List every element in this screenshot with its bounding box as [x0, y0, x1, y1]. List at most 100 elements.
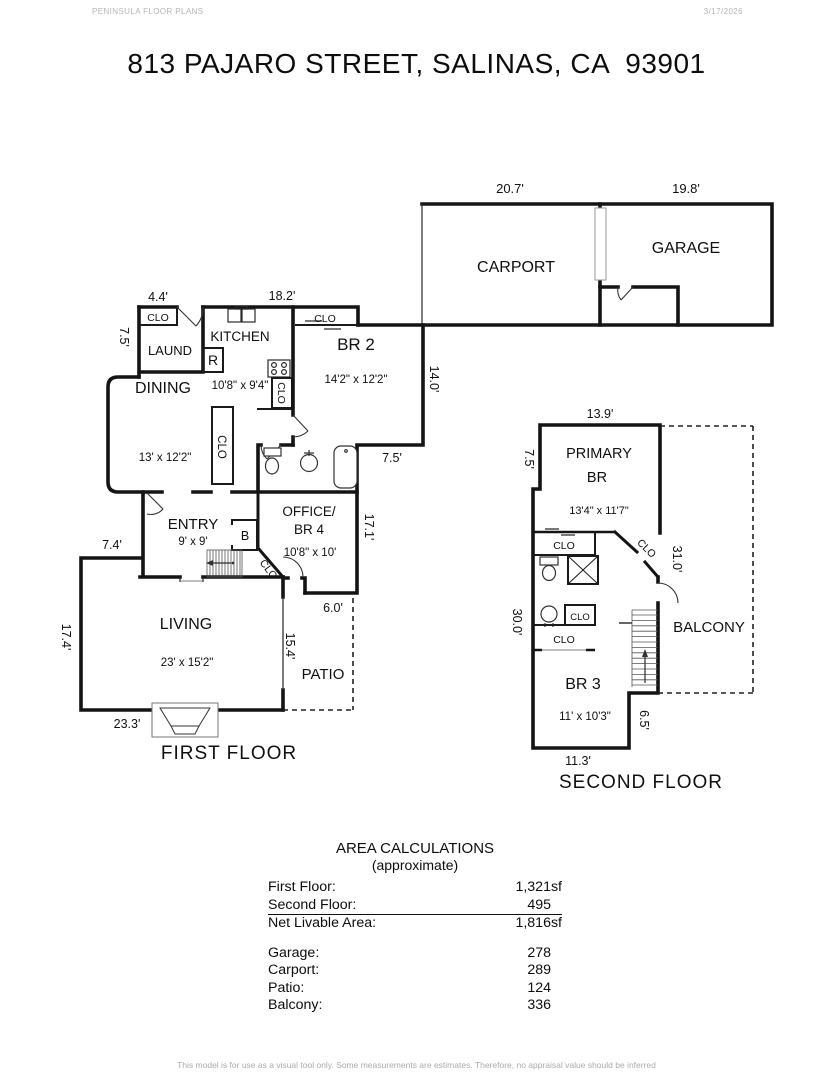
area-row-second-floor: Second Floor: 495	[268, 896, 562, 915]
corner-closet-label: CLO	[634, 537, 658, 561]
toilet-2f-icon	[539, 556, 559, 582]
second-left-dim: 30.0'	[510, 609, 524, 636]
patio-label: PATIO	[302, 666, 345, 683]
balcony-label: BALCONY	[673, 619, 745, 636]
dining-dims: 13' x 12'2"	[139, 452, 192, 464]
date-stamp: 3/17/2026	[703, 7, 743, 16]
laundry-left-dim: 7.5'	[117, 327, 131, 347]
office-dims: 10'8" x 10'	[284, 547, 337, 559]
toilet-icon	[263, 447, 282, 475]
garage-door	[594, 207, 607, 281]
laundry-door	[176, 306, 204, 327]
br2-label: BR 2	[337, 335, 375, 354]
area-row-value: 289	[527, 962, 551, 978]
area-calc-heading: AREA CALCULATIONS	[335, 840, 495, 857]
area-row-value: 278	[527, 944, 551, 961]
floor-plan-drawing: 20.7' 19.8' CARPORT GARAGE 4.4' 18.2' CL…	[59, 181, 774, 793]
first-floor-caption: FIRST FLOOR	[161, 743, 297, 764]
balcony-door	[657, 582, 679, 604]
area-row-label: Second Floor:	[268, 896, 357, 913]
office-label-line1: OFFICE/	[282, 504, 335, 519]
pantry-closet	[211, 406, 234, 485]
area-row-value: 1,816sf	[515, 915, 562, 931]
top-width-dim: 18.2'	[269, 289, 296, 303]
office-door	[282, 556, 304, 578]
area-row-value: 1,321sf	[515, 879, 562, 895]
entry-dims: 9' x 9'	[178, 536, 207, 548]
area-row-balcony: Balcony: 336	[268, 997, 562, 1015]
kitchen-label: KITCHEN	[210, 329, 269, 344]
primary-br-label-line2: BR	[587, 470, 607, 486]
refrigerator-label: R	[208, 352, 218, 368]
area-row-patio: Patio: 124	[268, 980, 562, 998]
sink-2f-icon	[540, 605, 558, 627]
area-row-first-floor: First Floor: 1,321sf	[268, 879, 562, 897]
second-left-top-dim: 7.5'	[522, 449, 536, 469]
dining-label: DINING	[135, 380, 191, 397]
bathtub-icon	[333, 445, 358, 489]
br3-dims: 11' x 10'3"	[559, 711, 611, 723]
living-dims: 23' x 15'2"	[161, 657, 214, 669]
primary-closet-label: CLO	[553, 540, 575, 552]
kitchen-closet-label: CLO	[275, 382, 287, 404]
area-row-label: Patio:	[268, 979, 305, 996]
area-row-label: Balcony:	[268, 997, 323, 1013]
br2-right-dim: 14.0'	[427, 366, 441, 393]
shower-icon	[567, 555, 599, 585]
laundry-closet-label: CLO	[147, 312, 169, 324]
area-calc-subheading: (approximate)	[371, 857, 459, 873]
area-row-value: 336	[527, 997, 551, 1013]
office-label-line2: BR 4	[294, 522, 325, 537]
area-row-carport: Carport: 289	[268, 962, 562, 980]
patio-left-dim: 15.4'	[283, 633, 297, 660]
first-floor-plan: 20.7' 19.8' CARPORT GARAGE 4.4' 18.2' CL…	[59, 181, 774, 764]
primary-br-label-line1: PRIMARY	[566, 446, 632, 462]
kitchen-sink-icon	[227, 305, 256, 323]
disclaimer-text: This model is for use as a visual tool o…	[177, 1060, 656, 1070]
second-floor-caption: SECOND FLOOR	[559, 772, 723, 793]
bath-closet-label: CLO	[570, 612, 590, 623]
garage-dim: 19.8'	[672, 181, 700, 196]
second-top-dim: 13.9'	[587, 407, 614, 421]
office-bottom-dim: 6.0'	[323, 601, 343, 615]
carport-dim: 20.7'	[496, 181, 524, 196]
area-row-label: Garage:	[268, 944, 320, 961]
garage-entry-door	[617, 286, 634, 301]
entry-left-dim: 7.4'	[102, 538, 122, 552]
pantry-closet-label: CLO	[215, 435, 227, 459]
stairs-first-floor	[206, 549, 243, 578]
refrigerator-icon	[202, 347, 224, 373]
dining-entry-door	[146, 492, 164, 516]
carport-label: CARPORT	[477, 259, 555, 276]
b-closet-label: B	[241, 529, 249, 543]
br2-bottom-dim: 7.5'	[382, 451, 402, 465]
living-left-dim: 17.4'	[59, 624, 73, 651]
stairs-second-floor	[631, 609, 658, 687]
page-title: 813 PAJARO STREET, SALINAS, CA 93901	[127, 48, 706, 79]
area-row-label: First Floor:	[268, 879, 336, 895]
br3-label: BR 3	[565, 676, 601, 693]
living-bottom-dim: 23.3'	[114, 717, 141, 731]
area-row-garage: Garage: 278	[268, 945, 562, 963]
office-right-dim: 17.1'	[362, 514, 376, 541]
area-row-label: Net Livable Area:	[268, 915, 377, 931]
area-calculations: AREA CALCULATIONS (approximate) First Fl…	[268, 840, 562, 1015]
br3-right-dim: 6.5'	[637, 710, 651, 730]
bath-sink-icon	[299, 450, 319, 473]
br2-dims: 14'2" x 12'2"	[324, 374, 387, 386]
fireplace-icon	[151, 702, 219, 738]
area-row-value: 495	[527, 896, 551, 913]
linen-closet-label: CLO	[553, 634, 575, 646]
laundry-label: LAUND	[148, 343, 192, 358]
br2-door	[292, 414, 309, 438]
area-row-value: 124	[527, 979, 551, 996]
stove-icon	[267, 359, 291, 378]
living-label: LIVING	[160, 616, 212, 633]
second-right-dim: 31.0'	[670, 546, 684, 573]
entry-label: ENTRY	[168, 516, 219, 533]
area-row-net-livable: Net Livable Area: 1,816sf	[268, 915, 562, 933]
primary-br-dims: 13'4" x 11'7"	[569, 505, 629, 517]
br2-closet-label: CLO	[314, 313, 336, 325]
clo-width-dim: 4.4'	[148, 290, 168, 304]
